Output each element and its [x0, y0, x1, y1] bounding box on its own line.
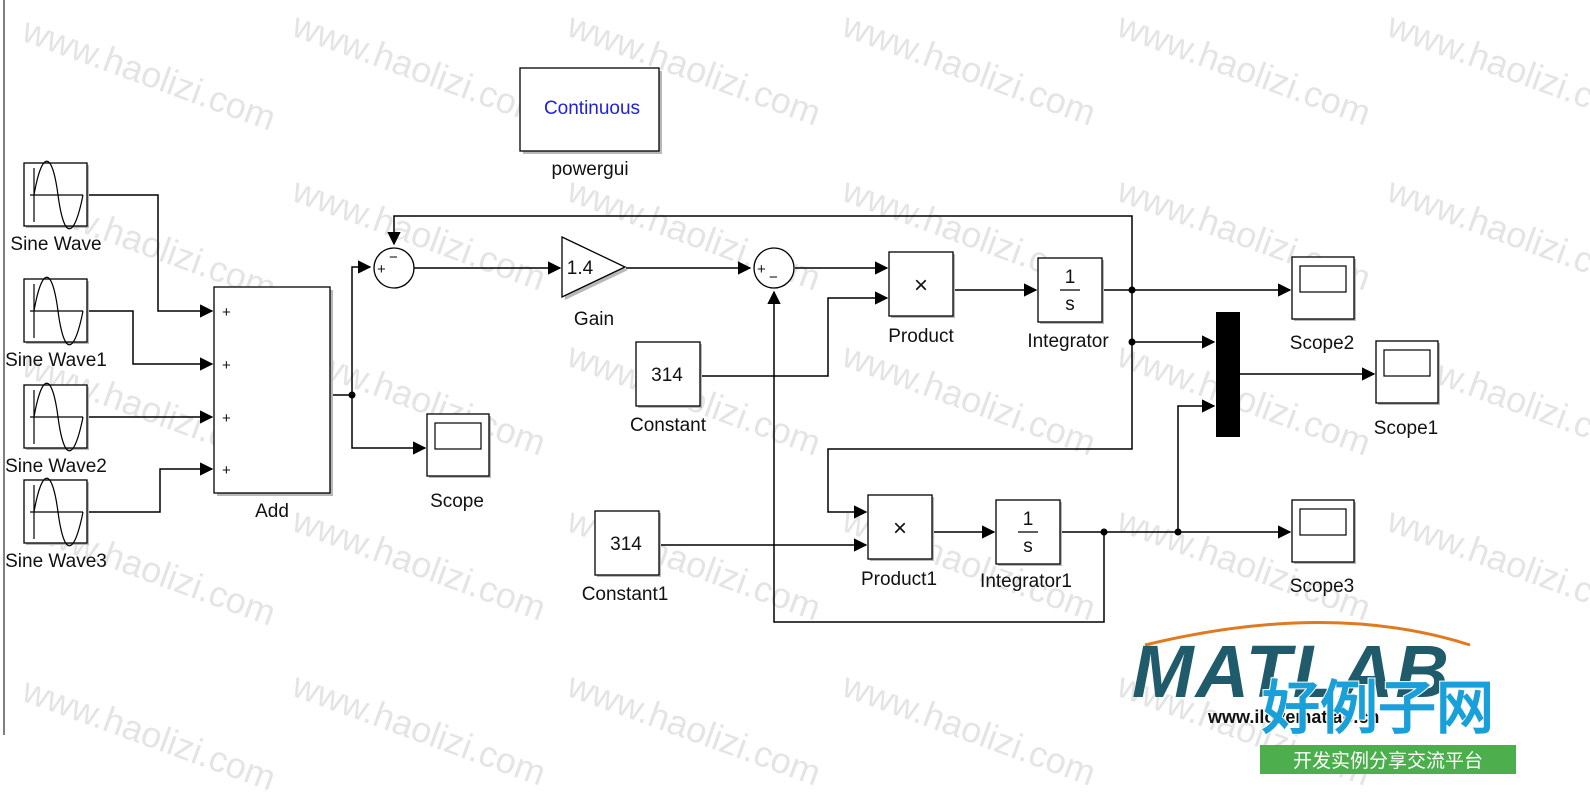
integrator-block[interactable]: 1 s Integrator [1027, 257, 1109, 352]
sine-wave3-block[interactable]: Sine Wave3 [5, 477, 107, 572]
signal-line[interactable] [1177, 399, 1216, 532]
watermark-text: www.haolizi.com [1381, 499, 1590, 629]
signal-line[interactable] [700, 291, 889, 377]
scope-screen-icon [1383, 349, 1431, 377]
sine-wave-block[interactable]: Sine Wave [10, 160, 102, 255]
signal-line[interactable] [827, 342, 1133, 519]
constant1-value: 314 [610, 534, 642, 555]
sine-wave2-block[interactable]: Sine Wave2 [5, 382, 107, 477]
scope-block[interactable]: Scope [426, 413, 491, 512]
integrator1-numerator: 1 [1023, 509, 1034, 530]
add-sign: + [222, 410, 231, 427]
sum1-sign-left: + [377, 261, 386, 278]
product-block[interactable]: × Product [888, 251, 955, 347]
signal-line[interactable] [351, 395, 427, 455]
constant-block[interactable]: 314 Constant [630, 341, 707, 436]
logo-tagline-bg [1260, 745, 1516, 774]
scope-screen-icon [1299, 265, 1347, 293]
sum2-sign-left: + [757, 261, 766, 278]
constant1-label: Constant1 [582, 584, 669, 605]
powergui-mode-text: Continuous [544, 98, 640, 119]
integrator1-denominator: s [1023, 536, 1033, 557]
signal-line[interactable] [88, 310, 214, 371]
add-block[interactable]: + + + + Add [213, 286, 333, 522]
sine-wave3-label: Sine Wave3 [5, 551, 107, 572]
signal-line[interactable] [387, 215, 1133, 290]
add-sign: + [222, 304, 231, 321]
sine-wave-icon [30, 477, 84, 547]
matlab-logo: MATLAB www.ilovematlab.cn 好例子网 开发实例分享交流平… [1132, 621, 1516, 774]
scope-screen-icon [1299, 508, 1347, 536]
signal-lines [88, 194, 1376, 623]
scope2-label: Scope2 [1290, 333, 1354, 354]
watermark-text: www.haolizi.com [286, 169, 551, 299]
watermark-text: www.haolizi.com [561, 664, 826, 794]
watermark-text: www.haolizi.com [1381, 169, 1590, 299]
sine-wave1-label: Sine Wave1 [5, 350, 107, 371]
scope-screen-icon [434, 422, 482, 450]
scope2-block[interactable]: Scope2 [1290, 256, 1356, 354]
sine-wave-icon [30, 382, 84, 452]
scope-label: Scope [430, 491, 484, 512]
watermark-text: www.haolizi.com [836, 4, 1101, 134]
add-label: Add [255, 501, 289, 522]
sine-wave2-label: Sine Wave2 [5, 456, 107, 477]
powergui-label: powergui [551, 159, 628, 180]
gain-block[interactable]: 1.4 Gain [561, 235, 628, 330]
gain-value: 1.4 [567, 258, 594, 279]
sine-wave-icon [30, 276, 84, 346]
constant-value: 314 [651, 365, 683, 386]
sine-wave1-block[interactable]: Sine Wave1 [5, 276, 107, 371]
integrator1-block[interactable]: 1 s Integrator1 [980, 499, 1072, 592]
branch-point [348, 391, 356, 399]
signal-line[interactable] [1131, 290, 1216, 349]
watermark-text: www.haolizi.com [16, 669, 281, 796]
signal-line[interactable] [331, 260, 372, 396]
product1-symbol: × [893, 515, 907, 542]
integrator-denominator: s [1065, 294, 1075, 315]
mux-bar [1216, 312, 1240, 437]
integrator-label: Integrator [1027, 331, 1109, 352]
scope3-label: Scope3 [1290, 576, 1354, 597]
watermark-text: www.haolizi.com [1381, 4, 1590, 134]
scope3-block[interactable]: Scope3 [1290, 499, 1356, 597]
sum1-block[interactable]: + − [373, 247, 415, 289]
product-symbol: × [914, 272, 928, 299]
product1-block[interactable]: × Product1 [861, 494, 937, 590]
scope1-label: Scope1 [1374, 418, 1438, 439]
watermark-text: www.haolizi.com [1111, 4, 1376, 134]
sine-wave-label: Sine Wave [10, 234, 101, 255]
gain-label: Gain [574, 309, 614, 330]
signal-line[interactable] [88, 194, 214, 318]
watermark-text: www.haolizi.com [836, 334, 1101, 464]
logo-site-text: www.ilovematlab.cn [1207, 707, 1379, 727]
add-sign: + [222, 357, 231, 374]
sine-wave-icon [30, 160, 84, 230]
sum2-block[interactable]: + − [753, 247, 795, 289]
logo-arc [1144, 621, 1471, 647]
watermark-text: www.haolizi.com [286, 4, 551, 134]
logo-cn-title: 好例子网 [1261, 674, 1494, 742]
integrator-numerator: 1 [1065, 267, 1076, 288]
mux-block[interactable] [1216, 312, 1240, 437]
logo-tagline: 开发实例分享交流平台 [1293, 750, 1483, 772]
watermark-text: www.haolizi.com [16, 9, 281, 139]
product-label: Product [888, 326, 954, 347]
powergui-block[interactable]: Continuous powergui [519, 67, 662, 180]
scope1-block[interactable]: Scope1 [1374, 340, 1440, 439]
signal-line[interactable] [767, 290, 1105, 623]
logo-brand-text: MATLAB [1132, 630, 1451, 713]
watermark-text: www.haolizi.com [286, 499, 551, 629]
constant-label: Constant [630, 415, 707, 436]
watermark-text: www.haolizi.com [836, 664, 1101, 794]
watermark-text: www.haolizi.com [286, 664, 551, 794]
signal-line[interactable] [88, 462, 214, 513]
sum1-sign-top: − [389, 249, 398, 266]
sum2-sign-bottom: − [769, 269, 778, 286]
constant1-block[interactable]: 314 Constant1 [582, 510, 669, 605]
integrator1-label: Integrator1 [980, 571, 1072, 592]
add-sign: + [222, 462, 231, 479]
product1-label: Product1 [861, 569, 937, 590]
